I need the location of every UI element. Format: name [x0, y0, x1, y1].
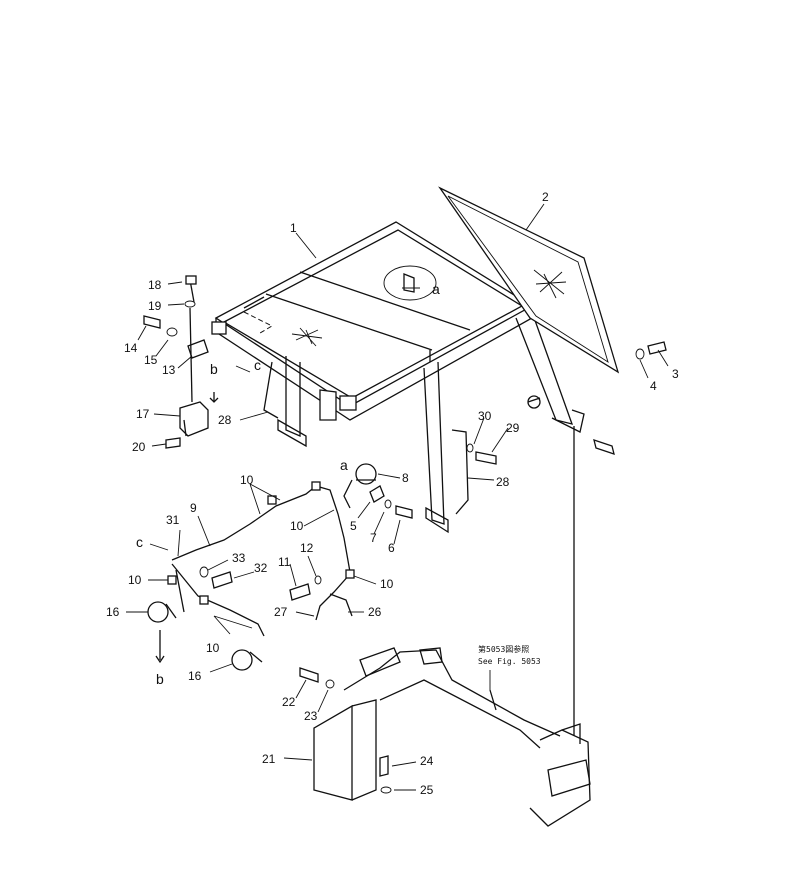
view-marker-b-top: b — [210, 361, 218, 377]
callout-8: 8 — [402, 471, 409, 485]
callout-22: 22 — [282, 695, 296, 709]
work-lamps-lower — [147, 601, 263, 671]
view-marker-c-left: c — [136, 534, 143, 550]
screen-panel — [438, 186, 620, 374]
callout-18: 18 — [148, 278, 162, 292]
callout-4: 4 — [650, 379, 657, 393]
callout-28-left: 28 — [218, 413, 232, 427]
callout-10-mid: 10 — [290, 519, 304, 533]
canopy-roof — [211, 221, 534, 421]
callout-27: 27 — [274, 605, 288, 619]
callout-26: 26 — [368, 605, 382, 619]
callout-labels: 1 2 3 4 5 6 7 8 9 10 10 10 10 10 11 12 1… — [106, 190, 679, 797]
leader-lines — [126, 203, 669, 791]
callout-24: 24 — [420, 754, 434, 768]
callout-33: 33 — [232, 551, 246, 565]
callout-6: 6 — [388, 541, 395, 555]
callout-7: 7 — [370, 531, 377, 545]
light-bracket-left — [143, 275, 219, 449]
callout-13: 13 — [162, 363, 176, 377]
view-marker-c-top: c — [254, 357, 261, 373]
callout-15: 15 — [144, 353, 158, 367]
callout-25: 25 — [420, 783, 434, 797]
figure-ref-jp: 第5053図参照 — [478, 644, 529, 654]
callout-21: 21 — [262, 752, 276, 766]
view-marker-b-bottom: b — [156, 671, 164, 687]
work-lamp-top — [343, 463, 413, 519]
callout-10-bottom: 10 — [206, 641, 220, 655]
callout-10-right: 10 — [380, 577, 394, 591]
right-rear-leg — [423, 311, 585, 534]
callout-5: 5 — [350, 519, 357, 533]
figure-reference: 第5053図参照 See Fig. 5053 — [478, 644, 541, 666]
callout-23: 23 — [304, 709, 318, 723]
callout-31: 31 — [166, 513, 180, 527]
callout-19: 19 — [148, 299, 162, 313]
callout-11: 11 — [278, 555, 291, 569]
callout-16-left: 16 — [106, 605, 120, 619]
callout-29: 29 — [506, 421, 520, 435]
wiring-harness — [167, 481, 355, 637]
callout-17: 17 — [136, 407, 150, 421]
callout-10-left: 10 — [128, 573, 142, 587]
screen-hardware — [527, 341, 667, 736]
callout-20: 20 — [132, 440, 146, 454]
callout-1: 1 — [290, 221, 297, 235]
harness-hardware — [199, 443, 497, 601]
callout-16-right: 16 — [188, 669, 202, 683]
callout-30: 30 — [478, 409, 492, 423]
callout-12: 12 — [300, 541, 314, 555]
callout-2: 2 — [542, 190, 549, 204]
view-markers: a a b b c c — [136, 281, 440, 687]
callout-28-right: 28 — [496, 475, 510, 489]
figure-ref-en: See Fig. 5053 — [478, 657, 541, 666]
callout-14: 14 — [124, 341, 138, 355]
view-marker-a-lamp: a — [340, 457, 348, 473]
callout-9: 9 — [190, 501, 197, 515]
mounting-frame — [299, 647, 591, 827]
view-marker-a-top: a — [432, 281, 440, 297]
callout-10-top: 10 — [240, 473, 254, 487]
callout-3: 3 — [672, 367, 679, 381]
callout-32: 32 — [254, 561, 268, 575]
left-front-leg — [263, 356, 337, 448]
